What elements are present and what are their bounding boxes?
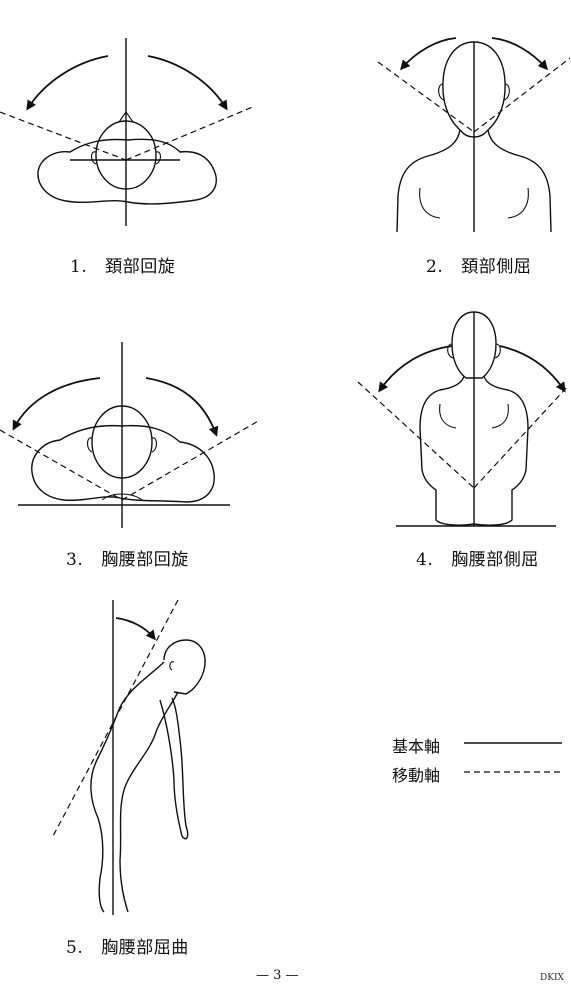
figure-1-neck-rotation <box>0 38 256 226</box>
caption-1: 1. 頚部回旋 <box>70 252 175 277</box>
flexion-arrow-right <box>491 37 548 71</box>
caption-5: 5. 胸腰部屈曲 <box>66 933 189 958</box>
legend-basic-axis: 基本軸 <box>392 733 440 757</box>
caption-4-label: 胸腰部側屈 <box>451 550 539 570</box>
moving-axis-left <box>357 381 475 489</box>
rotation-arrow-right <box>147 55 228 111</box>
scapula-right <box>491 403 509 429</box>
torso-back-view <box>396 129 552 233</box>
moving-axis-right <box>121 419 261 501</box>
figure-5-thoracolumbar-flexion <box>51 599 206 915</box>
moving-axis-right <box>473 385 569 489</box>
scapula-left <box>419 187 441 219</box>
scapula-left <box>439 403 457 429</box>
figure-2-neck-lateral-flexion <box>377 37 571 233</box>
rotation-arrow-right <box>145 377 219 437</box>
ear-right <box>503 83 510 101</box>
caption-1-number: 1. <box>70 257 88 277</box>
arm <box>159 697 189 840</box>
caption-5-number: 5. <box>66 938 84 958</box>
flexion-arrow-right <box>499 345 566 393</box>
flexion-arrow-left <box>400 37 457 71</box>
caption-2-label: 頚部側屈 <box>461 257 532 277</box>
rotation-arrow-left <box>12 377 101 431</box>
flexion-arrow-left <box>378 345 453 393</box>
caption-2: 2. 頚部側屈 <box>426 252 531 277</box>
caption-1-label: 頚部回旋 <box>105 257 176 277</box>
legend-moving-axis: 移動軸 <box>392 762 440 786</box>
ear <box>169 661 175 671</box>
caption-3-label: 胸腰部回旋 <box>101 550 189 570</box>
caption-2-number: 2. <box>426 257 444 277</box>
shoulders-outline <box>37 138 217 205</box>
moving-axis-left <box>377 61 475 133</box>
ear-left <box>447 343 454 359</box>
ear-right <box>494 343 501 359</box>
document-code: DKIX <box>540 973 564 983</box>
ear-right <box>155 151 162 165</box>
caption-4: 4. 胸腰部側屈 <box>416 545 539 570</box>
figure-4-thoracolumbar-lateral-flexion <box>357 311 569 527</box>
page-number: — 3 — <box>256 968 299 983</box>
caption-4-number: 4. <box>416 550 434 570</box>
moving-axis-left <box>0 429 123 501</box>
legend-basic-axis-label: 基本軸 <box>392 737 441 756</box>
flexion-arrow <box>115 617 156 641</box>
ear-right <box>151 437 158 453</box>
shoulders-outline <box>31 424 215 503</box>
rotation-arrow-left <box>26 55 109 111</box>
ear-left <box>90 151 97 165</box>
body-back-outline <box>90 661 165 913</box>
scapula-right <box>507 187 529 219</box>
caption-3: 3. 胸腰部回旋 <box>66 545 189 570</box>
body-front-outline <box>119 691 179 913</box>
ear-left <box>438 83 445 101</box>
figure-3-thoracolumbar-rotation <box>0 342 261 528</box>
caption-5-label: 胸腰部屈曲 <box>101 938 189 958</box>
moving-axis-right <box>473 57 571 133</box>
legend-moving-axis-label: 移動軸 <box>392 766 441 785</box>
caption-3-number: 3. <box>66 550 84 570</box>
moving-axis-left <box>0 111 127 161</box>
head-side-view <box>163 639 206 695</box>
ear-left <box>86 437 93 453</box>
moving-axis-right <box>125 105 256 161</box>
